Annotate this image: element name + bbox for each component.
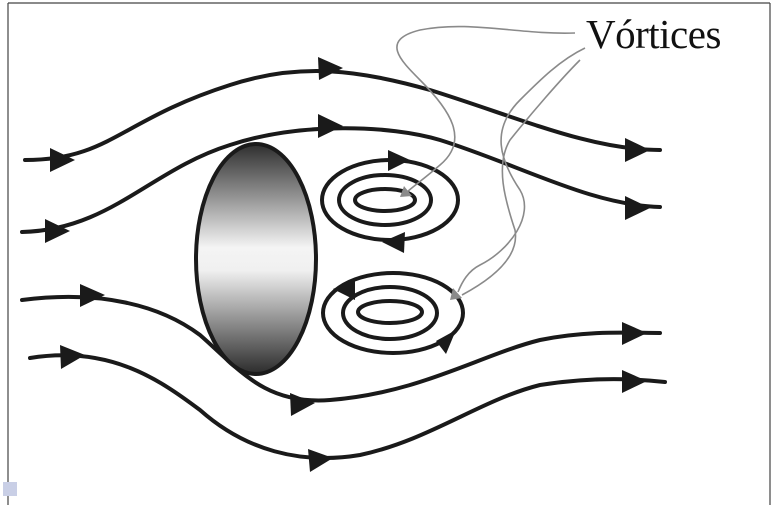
arrow-1b — [318, 57, 343, 80]
streamline-3 — [22, 297, 660, 401]
streamline-2 — [22, 128, 660, 232]
upper-vortex — [322, 160, 458, 240]
arrow-3a — [80, 284, 105, 307]
arrow-1a — [50, 148, 75, 172]
arrow-4c — [622, 370, 647, 393]
arrow-3c — [622, 322, 647, 345]
upper-vortex-arrow-bottom — [382, 232, 405, 253]
streamline-4 — [30, 355, 665, 458]
lower-vortex-arrow-bottom — [436, 330, 456, 354]
corner-mark — [3, 482, 17, 496]
arrow-2c — [625, 196, 650, 220]
streamline-1 — [25, 71, 660, 160]
vortices-label: Vórtices — [586, 10, 721, 58]
arrow-4a — [60, 345, 85, 369]
arrow-4b — [308, 449, 333, 472]
upper-vortex-arrow-top — [388, 150, 410, 171]
obstacle-ellipse — [196, 144, 316, 374]
pointer-line-lower — [462, 60, 580, 295]
arrow-3b — [290, 393, 315, 416]
arrow-2a — [45, 219, 70, 243]
arrow-2b — [318, 114, 343, 138]
arrow-1c — [625, 138, 650, 162]
